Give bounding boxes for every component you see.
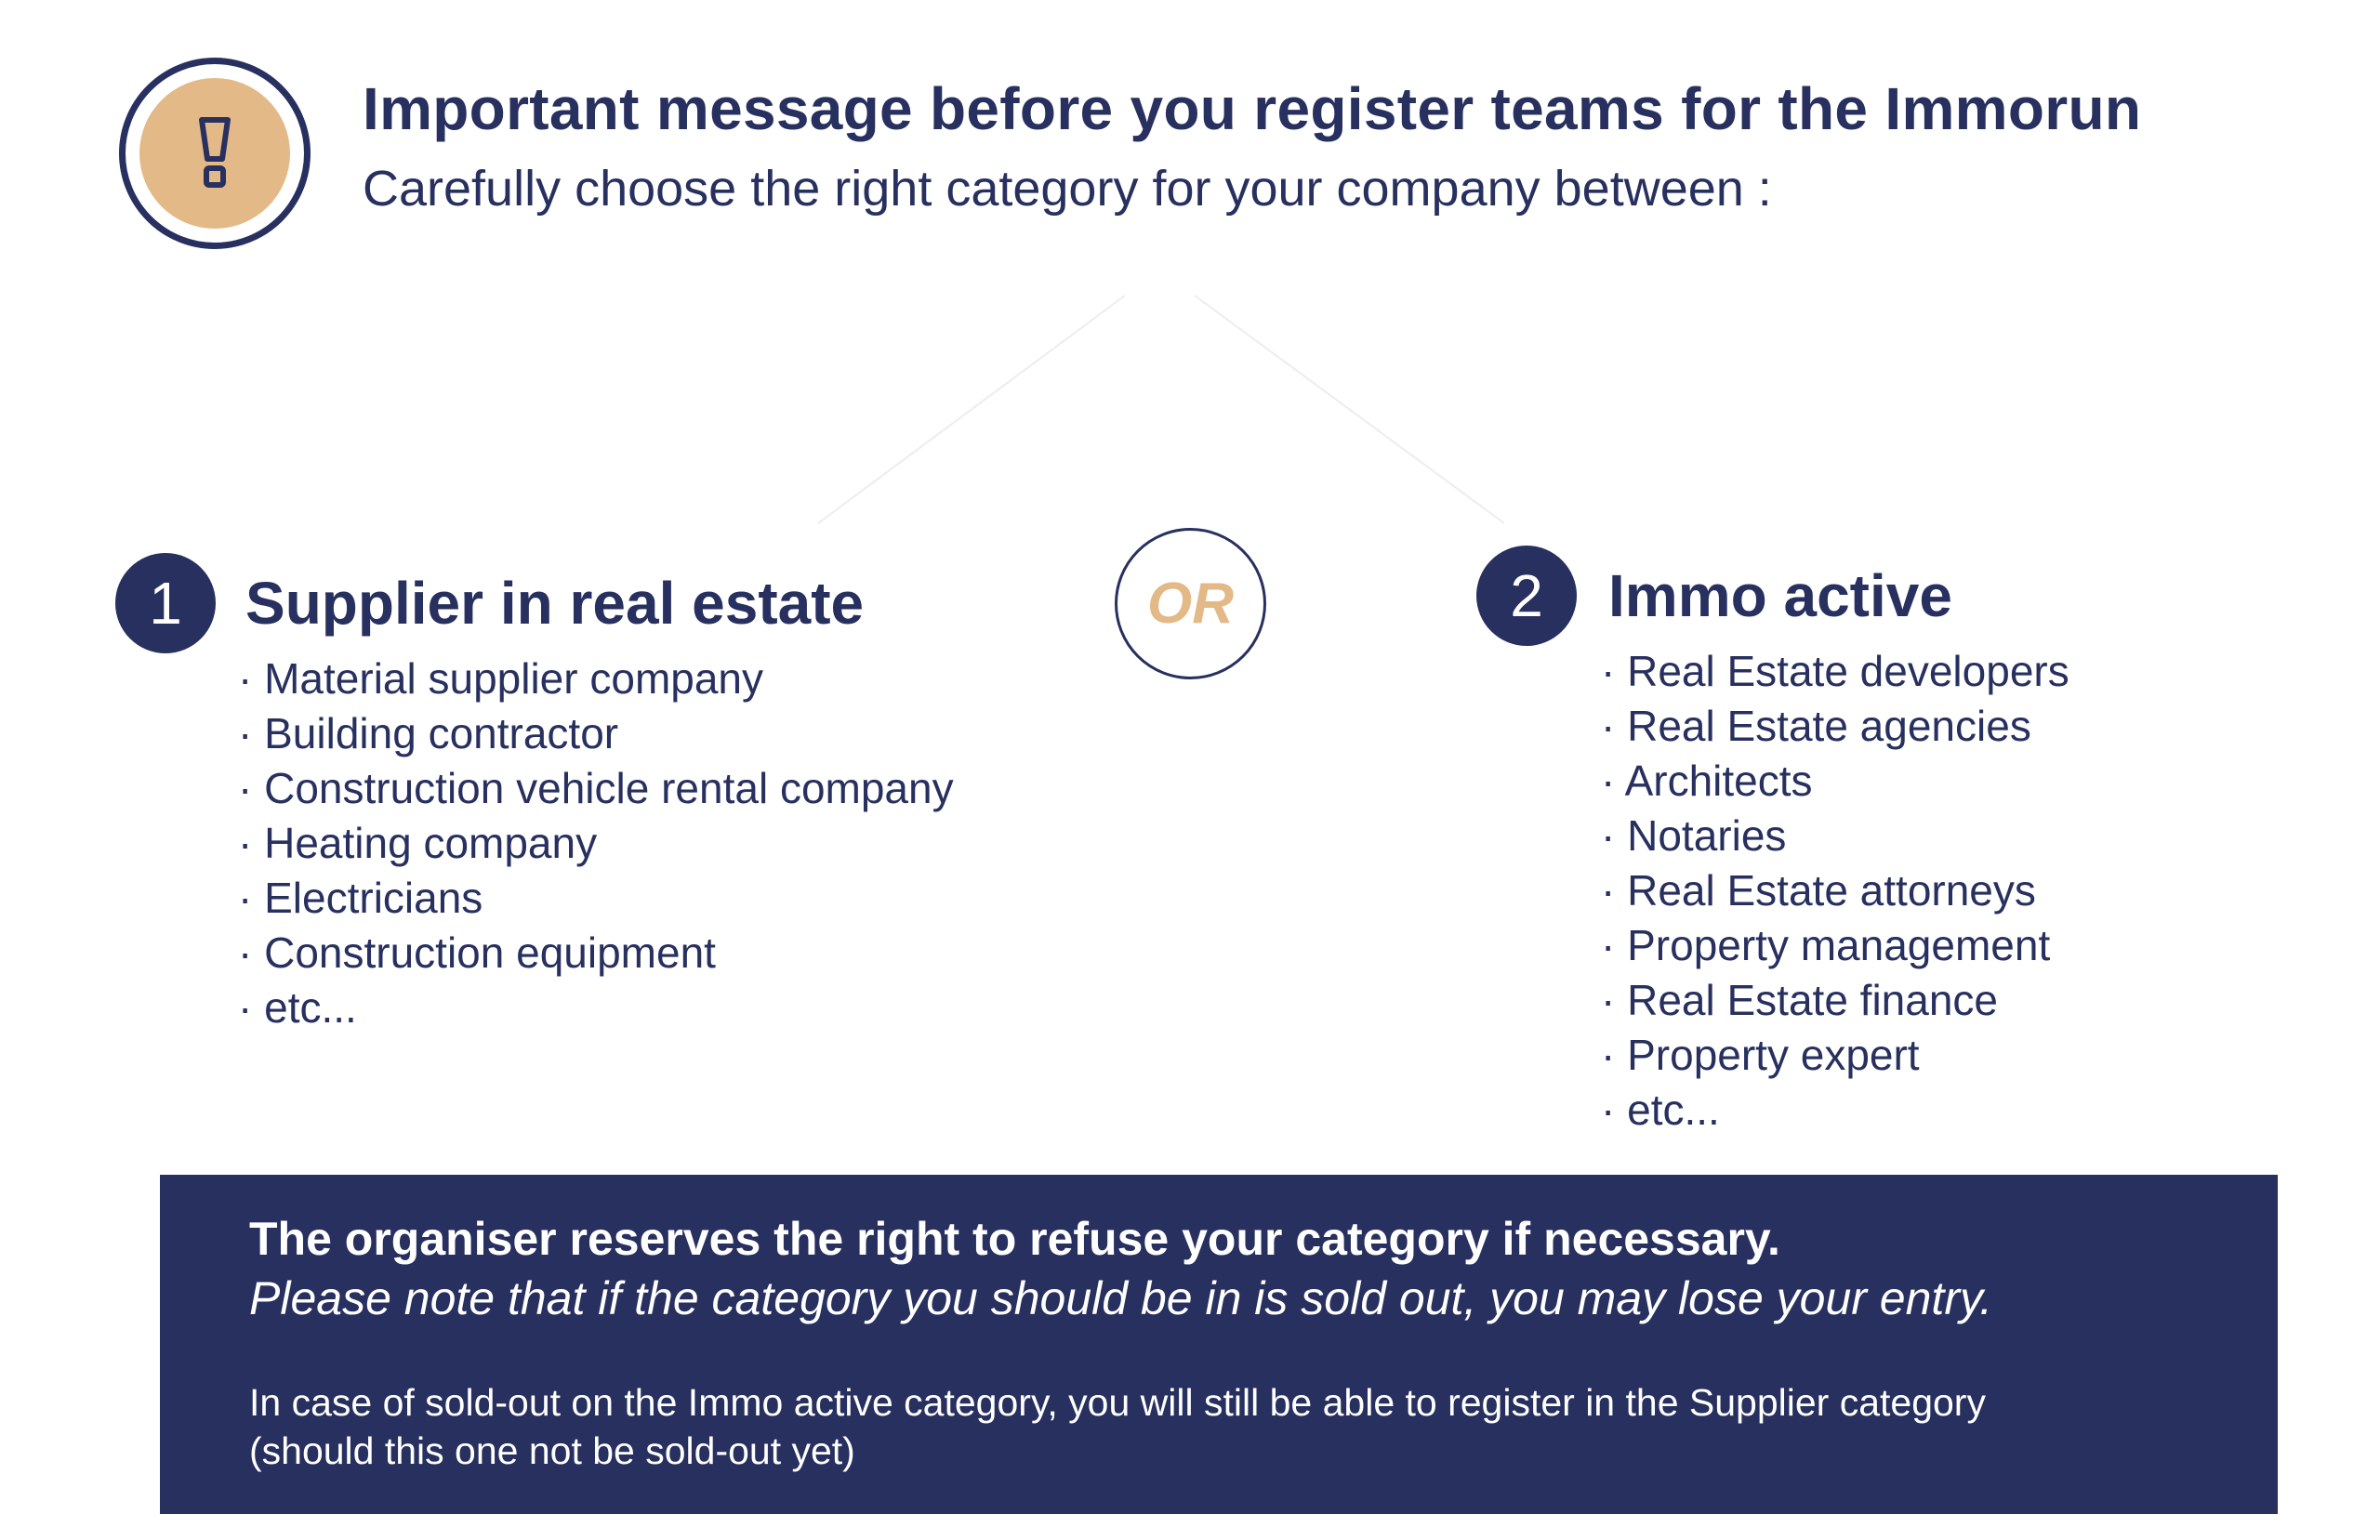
category-list-immo-active: Real Estate developers Real Estate agenc… <box>1601 644 2069 1138</box>
list-item: Building contractor <box>238 706 954 761</box>
category-title-immo-active: Immo active <box>1608 562 1952 629</box>
list-item: Property expert <box>1601 1028 2069 1083</box>
list-item: Electricians <box>238 871 954 926</box>
list-item: etc... <box>1601 1083 2069 1138</box>
notice-sold-out-warning: Please note that if the category you sho… <box>249 1272 1993 1324</box>
list-item: Real Estate developers <box>1601 644 2069 699</box>
notice-box: The organiser reserves the right to refu… <box>160 1175 2278 1514</box>
exclamation-icon <box>139 78 290 229</box>
page-title: Important message before you register te… <box>363 75 2142 142</box>
notice-organiser-rights: The organiser reserves the right to refu… <box>249 1213 1780 1265</box>
list-item: Construction vehicle rental company <box>238 761 953 816</box>
list-item: Real Estate finance <box>1601 973 2069 1028</box>
list-item: Material supplier company <box>238 652 954 706</box>
list-item: Property management <box>1601 918 2069 973</box>
or-divider: OR <box>1115 528 1266 679</box>
category-title-supplier: Supplier in real estate <box>245 570 865 637</box>
list-item: Real Estate agencies <box>1601 699 2069 754</box>
list-item: Architects <box>1601 754 2069 809</box>
category-number-badge: 2 <box>1476 546 1577 646</box>
list-item: etc... <box>238 981 954 1035</box>
category-list-supplier: Material supplier company Building contr… <box>238 652 954 1035</box>
alert-badge <box>119 58 311 249</box>
notice-fallback-condition: (should this one not be sold-out yet) <box>249 1429 855 1472</box>
page-subtitle: Carefully choose the right category for … <box>363 161 1772 217</box>
list-item: Construction equipment <box>238 926 954 981</box>
list-item: Real Estate attorneys <box>1601 863 2069 918</box>
list-item: Notaries <box>1601 809 2069 863</box>
notice-fallback-info: In case of sold-out on the Immo active c… <box>249 1381 1986 1424</box>
category-number-badge: 1 <box>115 553 216 653</box>
list-item: Heating company <box>238 816 954 871</box>
